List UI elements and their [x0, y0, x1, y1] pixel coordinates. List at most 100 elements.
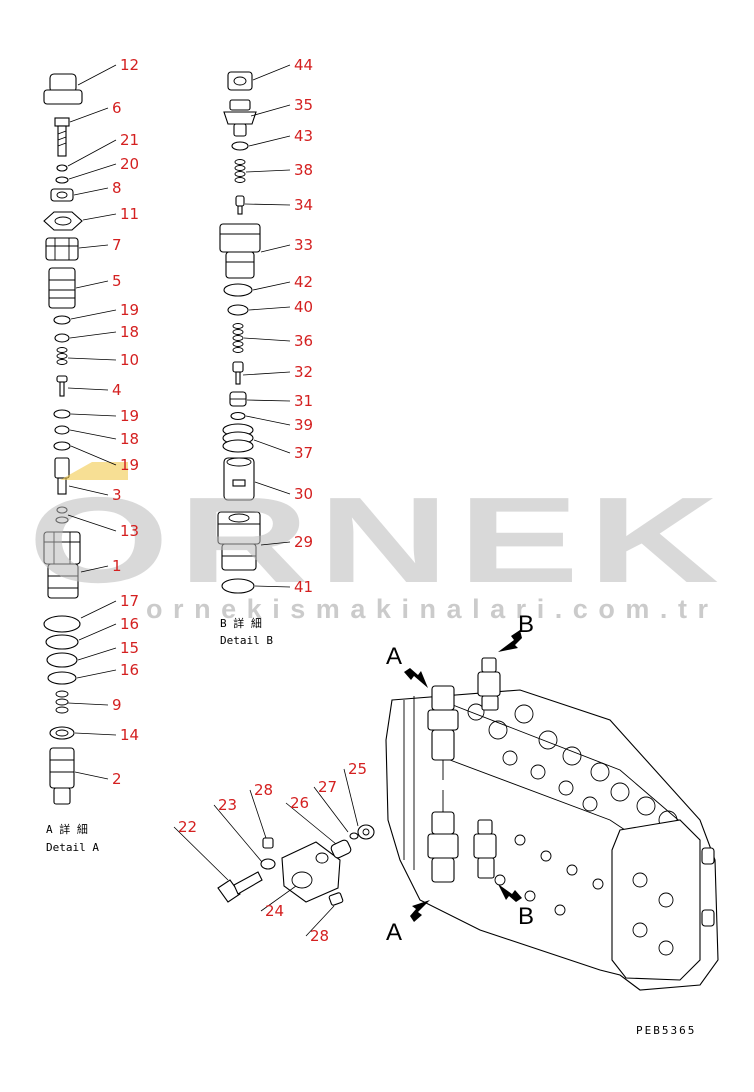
detail-a-leader: [68, 485, 109, 496]
watermark-url: ornekismakinalari.com.tr: [146, 594, 712, 624]
detail-a-parts: [43, 73, 83, 805]
leader-lines: [67, 64, 359, 937]
detail-a-callout: 2: [112, 770, 122, 788]
detail-a-kanji: A 詳 細: [46, 822, 88, 836]
detail-b-leader: [252, 64, 291, 81]
part-bolt-6: [54, 117, 70, 157]
cover-leader: [285, 802, 337, 845]
view-marker-a-lower: A: [386, 919, 402, 946]
detail-b-leader: [254, 481, 291, 495]
detail-b-callout: 39: [294, 416, 313, 434]
cover-leader: [173, 826, 229, 881]
detail-a-callout: 10: [120, 351, 139, 369]
part-ring-20: [55, 176, 69, 184]
arrow-a-lower: [410, 900, 430, 922]
detail-a-callout: 16: [120, 661, 139, 679]
detail-a-leader: [82, 213, 117, 221]
detail-a-leader: [68, 163, 117, 180]
detail-a-callout: 6: [112, 99, 122, 117]
detail-a-leader: [70, 309, 117, 320]
part-oring-42: [223, 283, 253, 297]
watermark-brand: ORNEK: [28, 472, 728, 608]
installed-valve-a-upper: [427, 685, 459, 780]
drawing-code: PEB5365: [636, 1024, 696, 1037]
detail-b-leader: [248, 306, 291, 311]
detail-a-leader: [67, 357, 117, 361]
detail-b-leader: [260, 244, 291, 253]
part-nut-44: [227, 71, 253, 91]
detail-b-callout: 36: [294, 332, 313, 350]
detail-a-leader: [80, 600, 117, 619]
part-plug-35: [223, 99, 257, 137]
part-ring-19-c: [53, 441, 71, 451]
detail-a-callout: 18: [120, 323, 139, 341]
part-ring-13-b: [55, 516, 69, 524]
part-ring-16-a: [45, 634, 79, 650]
detail-a-leader: [76, 669, 117, 679]
part-ring-21: [56, 164, 68, 172]
detail-a-leader: [74, 771, 109, 780]
detail-a-callout: 16: [120, 615, 139, 633]
detail-a-callout: 21: [120, 131, 139, 149]
cover-callout: 26: [290, 794, 309, 812]
detail-b-callout: 43: [294, 127, 313, 145]
part-ring-39: [230, 411, 246, 421]
detail-a-leader: [75, 280, 109, 289]
detail-a-leader: [69, 429, 117, 440]
detail-a-callout: 19: [120, 407, 139, 425]
part-ring-18-a: [54, 333, 70, 343]
cover-callout: 25: [348, 760, 367, 778]
detail-b-leader: [245, 169, 291, 173]
cover-leader: [343, 768, 359, 827]
cover-leader: [260, 885, 297, 912]
detail-b-callout: 33: [294, 236, 313, 254]
control-valve-body: [385, 657, 719, 991]
cover-callout: 23: [218, 796, 237, 814]
detail-a-callout: 13: [120, 522, 139, 540]
part-bolt-22: [217, 871, 263, 903]
detail-b-callout: 29: [294, 533, 313, 551]
part-gasket-11: [43, 211, 83, 231]
detail-b-leader: [246, 399, 291, 402]
detail-b-label: Detail B: [220, 634, 273, 647]
watermark: ORNEK ornekismakinalari.com.tr: [28, 462, 728, 624]
installed-valve-b-upper: [477, 657, 501, 711]
detail-b-callout: 44: [294, 56, 313, 74]
part-ring-19-b: [53, 409, 71, 419]
detail-a-callout: 7: [112, 236, 122, 254]
detail-b-leader: [252, 281, 291, 291]
cover-callout: 27: [318, 778, 337, 796]
detail-a-callout: 20: [120, 155, 139, 173]
detail-a-callout: 5: [112, 272, 122, 290]
detail-b-kanji: B 詳 細: [220, 616, 262, 630]
detail-b-leader: [260, 541, 291, 546]
detail-a-leader: [78, 623, 117, 641]
view-marker-a-upper: A: [386, 643, 402, 670]
part-nut-7: [45, 237, 79, 261]
part-body-33: [219, 223, 261, 279]
part-oring-43: [231, 141, 249, 151]
part-seal-25: [357, 824, 375, 840]
detail-a-leader: [67, 702, 109, 706]
part-spring-36: [232, 323, 244, 353]
detail-a-leader: [70, 413, 117, 417]
detail-a-leader: [69, 107, 109, 123]
cover-callout: 24: [265, 902, 284, 920]
part-spring-38: [234, 159, 246, 183]
installed-valve-b-lower: [473, 819, 497, 879]
detail-b-callout: 41: [294, 578, 313, 596]
part-spool-2: [49, 747, 75, 805]
part-ring-13-a: [56, 506, 68, 514]
detail-a-callout: 14: [120, 726, 139, 744]
detail-b-callout: 32: [294, 363, 313, 381]
part-cover-24: [281, 841, 341, 903]
detail-b-callout: 37: [294, 444, 313, 462]
part-collar-14: [49, 726, 75, 740]
detail-b-callout: 40: [294, 298, 313, 316]
part-spring-10: [56, 347, 68, 365]
part-oring-41: [221, 578, 255, 594]
detail-a-leader: [77, 647, 117, 661]
part-piston-3: [54, 457, 70, 495]
detail-b-leader: [244, 203, 291, 206]
view-marker-b-upper: B: [518, 611, 534, 638]
